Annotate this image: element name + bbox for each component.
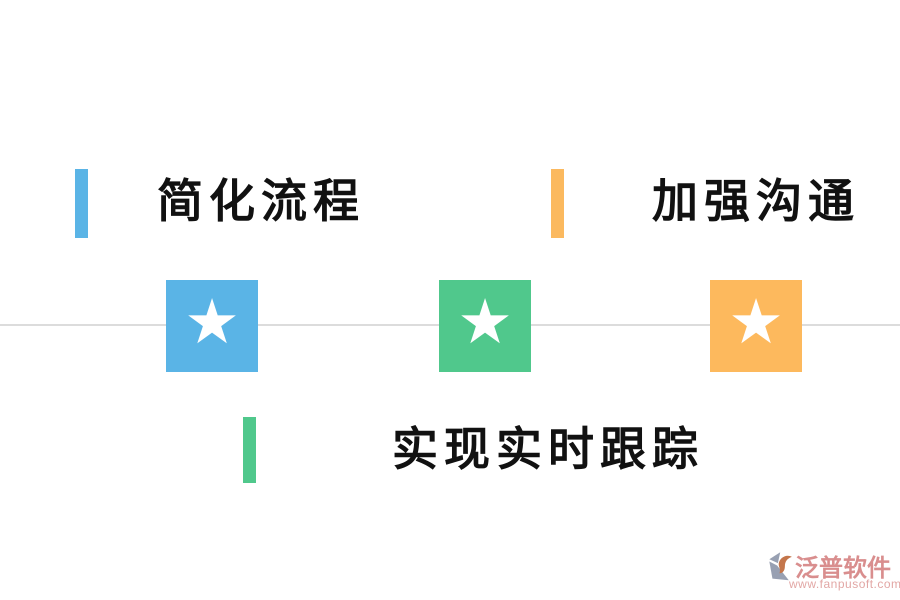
logo-icon-facet-top [769,552,781,564]
milestone-node-orange: ★ [710,280,802,372]
logo-name: 泛普软件 [795,555,891,582]
feature-label-strengthen-communication: 加强沟通 [652,175,860,227]
milestone-node-blue: ★ [166,280,258,372]
logo-icon-facet-body [769,561,789,581]
fanpu-logo: 泛普软件 www.fanpusoft.com [764,547,900,595]
fanpu-logo-icon [769,552,792,581]
accent-bar-tracking [243,417,256,483]
star-icon: ★ [728,288,784,357]
logo-url: www.fanpusoft.com [789,577,900,591]
feature-label-simplify-process: 简化流程 [157,175,365,227]
feature-label-realtime-tracking: 实现实时跟踪 [392,423,704,475]
star-icon: ★ [184,288,240,357]
accent-bar-communication [551,169,564,238]
accent-bar-simplify [75,169,88,238]
milestone-node-green: ★ [439,280,531,372]
star-icon: ★ [457,288,513,357]
logo-icon-swoosh [778,555,792,574]
